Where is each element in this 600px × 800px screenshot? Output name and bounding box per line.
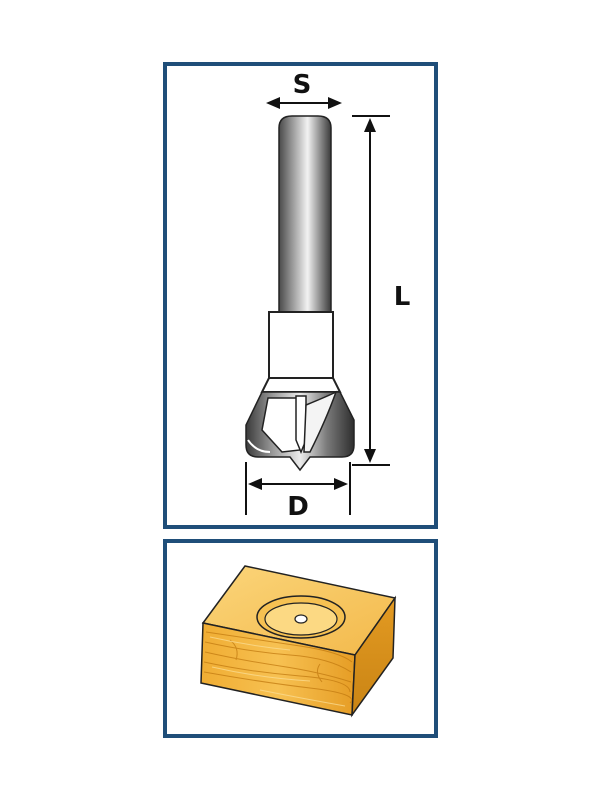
wood-side-face bbox=[351, 595, 396, 718]
dimension-label-l: L bbox=[394, 282, 411, 312]
hinge-cup-center-hole bbox=[294, 614, 308, 624]
bit-collar bbox=[268, 311, 334, 379]
bit-spiral-wing bbox=[303, 390, 338, 453]
bit-flute bbox=[261, 397, 301, 453]
bit-neck bbox=[260, 377, 342, 393]
dimension-label-s: S bbox=[293, 70, 312, 100]
wood-block-with-hinge-cup-icon bbox=[200, 565, 397, 718]
dimension-label-d: D bbox=[287, 492, 309, 522]
bit-shank bbox=[278, 115, 332, 313]
bit-center-spur bbox=[295, 395, 307, 454]
hinge-boring-bit-icon bbox=[245, 115, 355, 472]
dimension-l: L bbox=[352, 115, 411, 466]
dimension-d: D bbox=[245, 462, 351, 522]
dimension-s: S bbox=[266, 70, 342, 109]
